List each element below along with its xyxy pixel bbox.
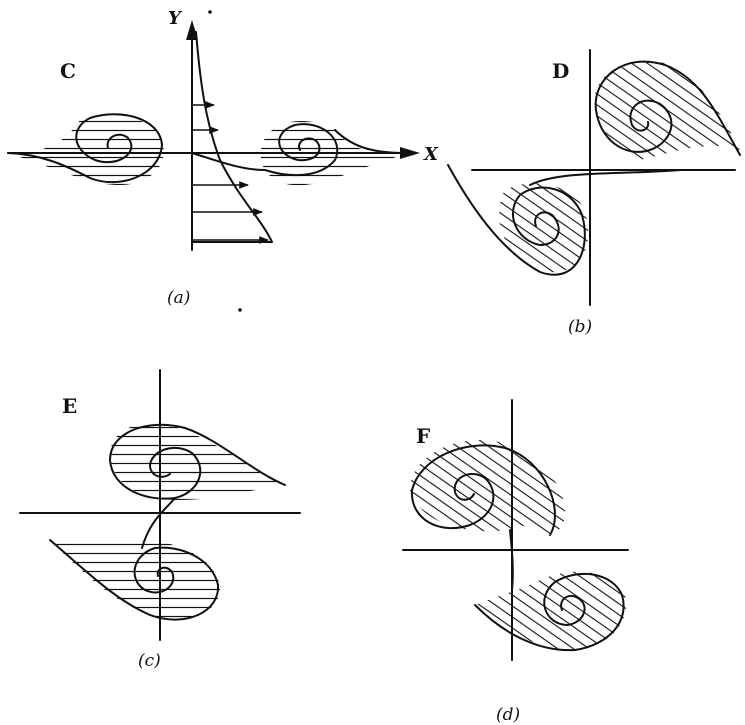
panel-b: D (b) bbox=[447, 49, 741, 337]
panel-c-lower-vortex bbox=[49, 539, 220, 621]
panel-a-left-vortex-hatch bbox=[8, 115, 164, 185]
panel-a-right-vortex-hatch bbox=[260, 121, 410, 186]
panel-c: E (c) bbox=[19, 369, 301, 671]
panel-a-letter: C bbox=[60, 59, 76, 83]
panel-c-upper-vortex bbox=[109, 423, 286, 500]
panel-d-letter: F bbox=[416, 424, 430, 448]
panel-b-connecting-sheet bbox=[529, 169, 681, 186]
panel-b-upper-vortex bbox=[594, 60, 741, 156]
panel-a-y-arrow bbox=[186, 20, 198, 40]
panel-a-caption: (a) bbox=[167, 288, 190, 308]
x-axis-label: X bbox=[423, 144, 439, 165]
panel-d-lower-vortex bbox=[474, 572, 625, 652]
panel-a-right-tail bbox=[334, 129, 406, 154]
y-axis-label: Y bbox=[168, 8, 183, 29]
panel-b-lower-vortex bbox=[447, 164, 586, 276]
panel-d-connecting-sheet bbox=[509, 529, 514, 591]
panel-d-upper-vortex-hatch bbox=[410, 440, 566, 535]
panel-a-left-vortex bbox=[7, 113, 163, 184]
print-speck bbox=[238, 308, 242, 312]
panel-a-velocity-profile bbox=[191, 31, 273, 243]
panel-a: Y X C (a) bbox=[7, 8, 439, 308]
panel-d-upper-vortex bbox=[410, 444, 556, 536]
panel-d: F (d) bbox=[402, 399, 629, 725]
panel-a-right-vortex bbox=[191, 123, 339, 177]
panel-d-lower-vortex-hatch bbox=[475, 571, 627, 650]
panel-b-lower-vortex-hatch bbox=[499, 183, 589, 273]
panel-c-connecting-sheet bbox=[141, 497, 176, 549]
panel-c-letter: E bbox=[62, 394, 77, 418]
panel-b-letter: D bbox=[552, 59, 569, 83]
panel-b-caption: (b) bbox=[568, 317, 592, 337]
print-speck bbox=[208, 10, 212, 14]
panel-c-caption: (c) bbox=[138, 651, 161, 671]
panel-d-caption: (d) bbox=[496, 705, 520, 725]
